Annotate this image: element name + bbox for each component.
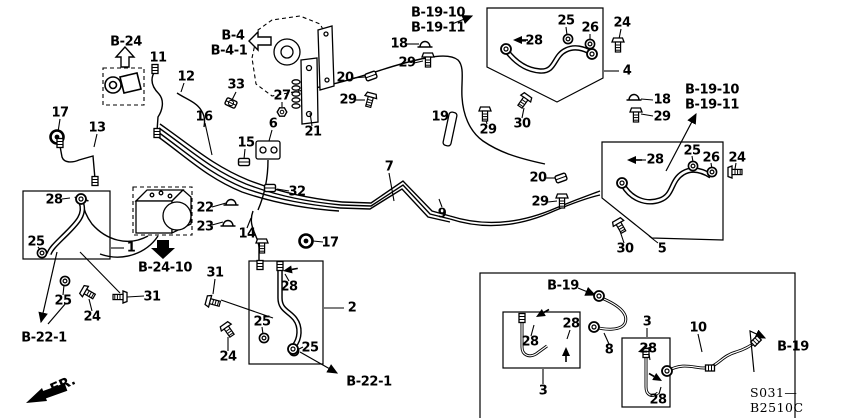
box-hose-2 [248, 260, 324, 365]
abs-modulator-art [134, 189, 192, 235]
clip-20-icon [363, 70, 379, 82]
bolt-24-icon [78, 283, 98, 303]
box-hose-4 [486, 7, 604, 103]
bracket-19-icon [442, 111, 458, 147]
box-abs-modulator [132, 186, 193, 236]
grommet-17b-icon [298, 233, 314, 249]
box-hose-1 [22, 190, 111, 260]
part-group-boxes [22, 7, 796, 418]
clamp-18-icon [416, 40, 434, 48]
dashed-boxes [102, 15, 331, 236]
brake-hoses [46, 45, 758, 397]
box-b24 [102, 67, 145, 106]
arrow-b19-right [749, 329, 767, 373]
b24-up-arrow [114, 45, 136, 68]
banjo-fitting-icon [75, 193, 87, 205]
b4-left-arrow [248, 30, 272, 52]
master-cylinder-art [273, 25, 335, 125]
clevis-art [104, 72, 142, 94]
pipe-fitting-icon [56, 137, 64, 149]
part-glyphs [36, 33, 762, 386]
box-hose-5 [601, 141, 724, 241]
diagram-code: S031— B2510C [750, 385, 804, 415]
washer-25-icon [36, 247, 48, 259]
proportioning-valve-art [255, 140, 281, 160]
arrow-b22-1-left [38, 251, 58, 324]
clamp-23-icon [219, 219, 237, 227]
arrow-b22-1-bottom [299, 351, 339, 374]
box-rear-group [479, 272, 796, 418]
box-pipe-3a [502, 311, 581, 369]
block-arrows [26, 30, 272, 403]
clip-32-icon [263, 183, 277, 193]
fr-arrow-icon [26, 388, 47, 403]
washer-26-icon [584, 38, 596, 50]
arrow-b19-10-top [451, 15, 474, 25]
bolt-30-icon [514, 91, 534, 111]
clip-15-icon [237, 157, 251, 167]
nut-27-icon [276, 107, 288, 117]
clamp-22-icon [222, 198, 240, 206]
b24-10-down-arrow [151, 240, 175, 259]
bracket-33-icon [223, 96, 239, 110]
reference-arrows [38, 15, 767, 374]
box-master-cylinder [251, 15, 331, 97]
arrow-b19-left [577, 286, 597, 296]
arrow-b19-10-right [665, 112, 697, 172]
